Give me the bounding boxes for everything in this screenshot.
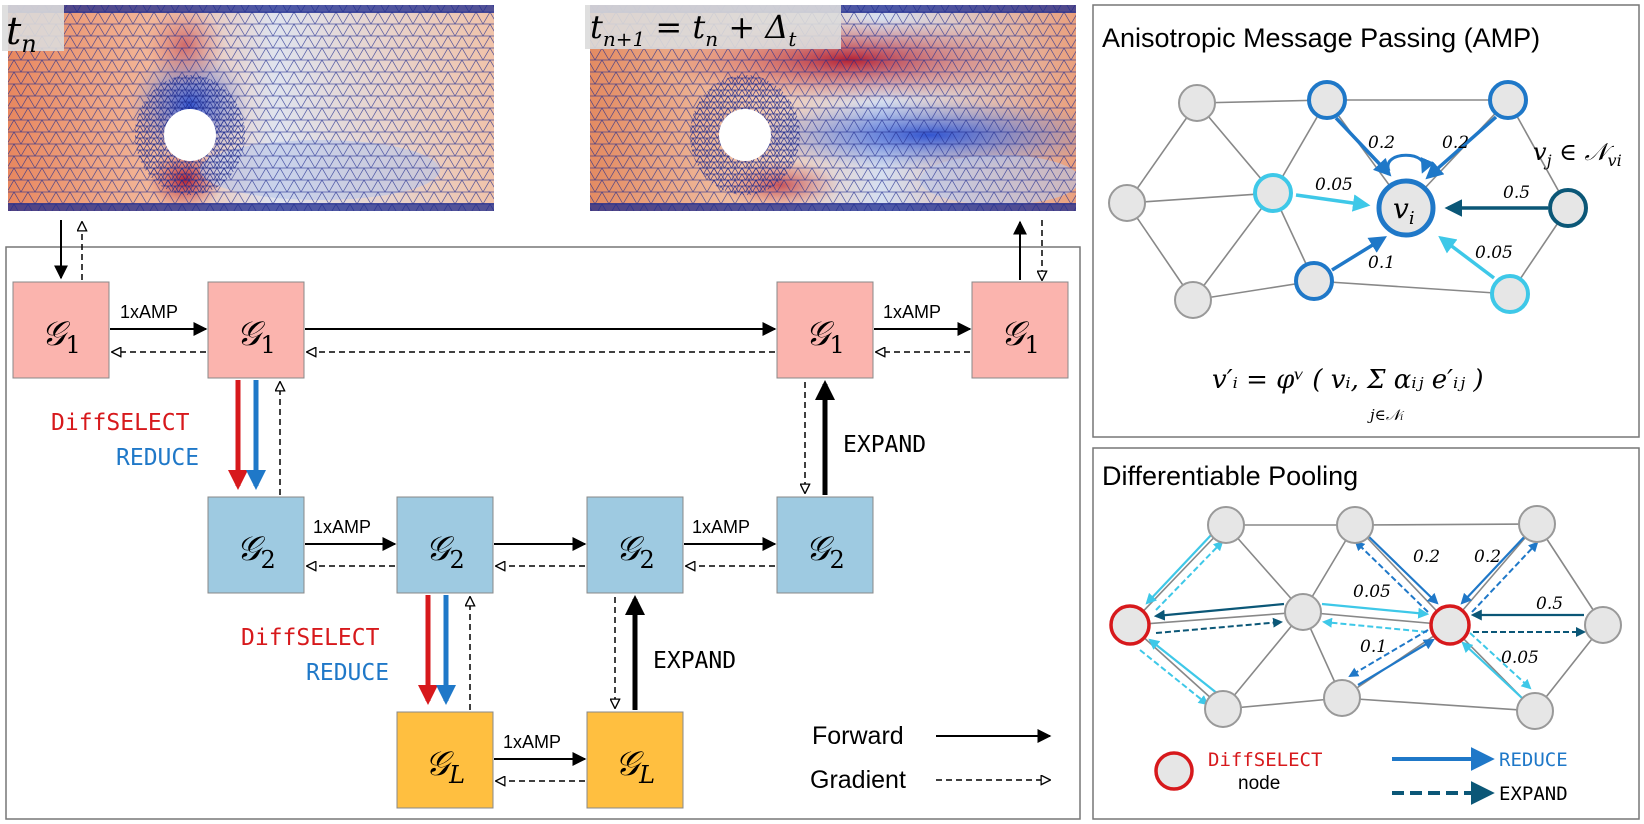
g1-box-a: 𝒢1	[12, 281, 110, 379]
reduce-label-2: REDUCE	[306, 660, 389, 686]
diffselect-node-icon	[1154, 751, 1194, 791]
svg-text:0.05: 0.05	[1353, 582, 1391, 602]
svg-text:0.2: 0.2	[1442, 133, 1469, 153]
arch-legend: Forward Gradient	[810, 722, 1052, 794]
svg-text:0.1: 0.1	[1360, 637, 1387, 657]
amp-panel	[1092, 4, 1640, 438]
gl-box-b: 𝒢L	[586, 711, 684, 809]
legend-forward-label: Forward	[812, 722, 904, 750]
snapshot-tn	[8, 5, 494, 211]
g1-box-c: 𝒢1	[776, 281, 874, 379]
legend-gradient-label: Gradient	[810, 766, 906, 794]
tn-label-bg	[2, 5, 64, 51]
svg-text:0.5: 0.5	[1536, 594, 1563, 614]
amp-label-1a: 1xAMP	[120, 302, 178, 322]
diffselect-label-2: DiffSELECT	[241, 625, 380, 651]
svg-text:0.2: 0.2	[1413, 547, 1440, 567]
svg-text:0.05: 0.05	[1475, 243, 1513, 263]
pooling-graph	[1109, 505, 1622, 730]
amp-label-2b: 1xAMP	[692, 517, 750, 537]
svg-text:𝒢1: 𝒢1	[1000, 314, 1040, 359]
pooling-weights: 0.2 0.2 0.05 0.5 0.1 0.05	[1353, 547, 1563, 668]
amp-label-1b: 1xAMP	[883, 302, 941, 322]
amp-center-node-label: vi	[1393, 192, 1415, 229]
g2-box-d: 𝒢2	[776, 496, 874, 594]
svg-text:𝒢1: 𝒢1	[41, 314, 81, 359]
expand-arrows-1	[805, 380, 835, 495]
svg-text:𝒢2: 𝒢2	[236, 529, 276, 574]
legend-expand-label: EXPAND	[1499, 783, 1568, 805]
amp-neighbor-label: vj ∈ 𝒩vi	[1533, 138, 1622, 170]
svg-text:𝒢L: 𝒢L	[425, 744, 465, 789]
amp-title: Anisotropic Message Passing (AMP)	[1102, 23, 1540, 53]
pooling-title: Differentiable Pooling	[1102, 461, 1358, 491]
svg-text:0.05: 0.05	[1501, 648, 1539, 668]
reduce-label-1: REDUCE	[116, 445, 199, 471]
level1-arrows	[110, 322, 972, 352]
expand-label-2: EXPAND	[653, 648, 736, 674]
svg-text:𝒢2: 𝒢2	[425, 529, 465, 574]
expand-arrows-2	[615, 595, 645, 710]
g1-box-d: 𝒢1	[971, 281, 1069, 379]
svg-text:0.2: 0.2	[1368, 133, 1395, 153]
pooling-legend: DiffSELECT node REDUCE EXPAND	[1154, 747, 1568, 805]
level2-arrows	[305, 537, 777, 566]
amp-graph	[1108, 80, 1588, 319]
svg-text:𝒢2: 𝒢2	[615, 529, 655, 574]
amp-label-2a: 1xAMP	[313, 517, 371, 537]
svg-text:𝒢2: 𝒢2	[805, 529, 845, 574]
legend-reduce-label: REDUCE	[1499, 749, 1568, 771]
amp-formula-sum-sub: j∈𝒩ᵢ	[1367, 406, 1405, 424]
tn1-label-bg	[585, 5, 841, 49]
tn1-label: tn+1 = tn + Δt	[590, 8, 797, 51]
pool-arrows-1	[228, 380, 280, 495]
svg-text:𝒢L: 𝒢L	[615, 744, 655, 789]
architecture-panel	[5, 246, 1081, 820]
pool-arrows-2	[418, 595, 470, 710]
levelL-arrows	[494, 752, 587, 781]
svg-text:𝒢1: 𝒢1	[805, 314, 845, 359]
pooling-panel	[1092, 447, 1640, 820]
expand-label-1: EXPAND	[843, 432, 926, 458]
legend-diffselect-label: DiffSELECT	[1208, 749, 1322, 771]
amp-weights: 0.2 0.2 0.05 0.5 0.1 0.05	[1315, 133, 1530, 273]
diffselect-label-1: DiffSELECT	[51, 410, 190, 436]
snapshot-tn1	[590, 5, 1076, 211]
legend-node-label: node	[1238, 773, 1280, 794]
g2-box-a: 𝒢2	[207, 496, 305, 594]
svg-text:0.1: 0.1	[1368, 253, 1395, 273]
svg-text:𝒢1: 𝒢1	[236, 314, 276, 359]
svg-text:0.2: 0.2	[1474, 547, 1501, 567]
g1-box-b: 𝒢1	[207, 281, 305, 379]
amp-label-L: 1xAMP	[503, 732, 561, 752]
gl-box-a: 𝒢L	[396, 711, 494, 809]
g2-box-c: 𝒢2	[586, 496, 684, 594]
svg-text:0.5: 0.5	[1503, 183, 1530, 203]
g2-box-b: 𝒢2	[396, 496, 494, 594]
amp-formula: v′ᵢ = φᵛ ( vᵢ, Σ αᵢⱼ e′ᵢⱼ )	[1212, 365, 1484, 395]
tn-label: tn	[6, 9, 37, 58]
svg-text:0.05: 0.05	[1315, 175, 1353, 195]
